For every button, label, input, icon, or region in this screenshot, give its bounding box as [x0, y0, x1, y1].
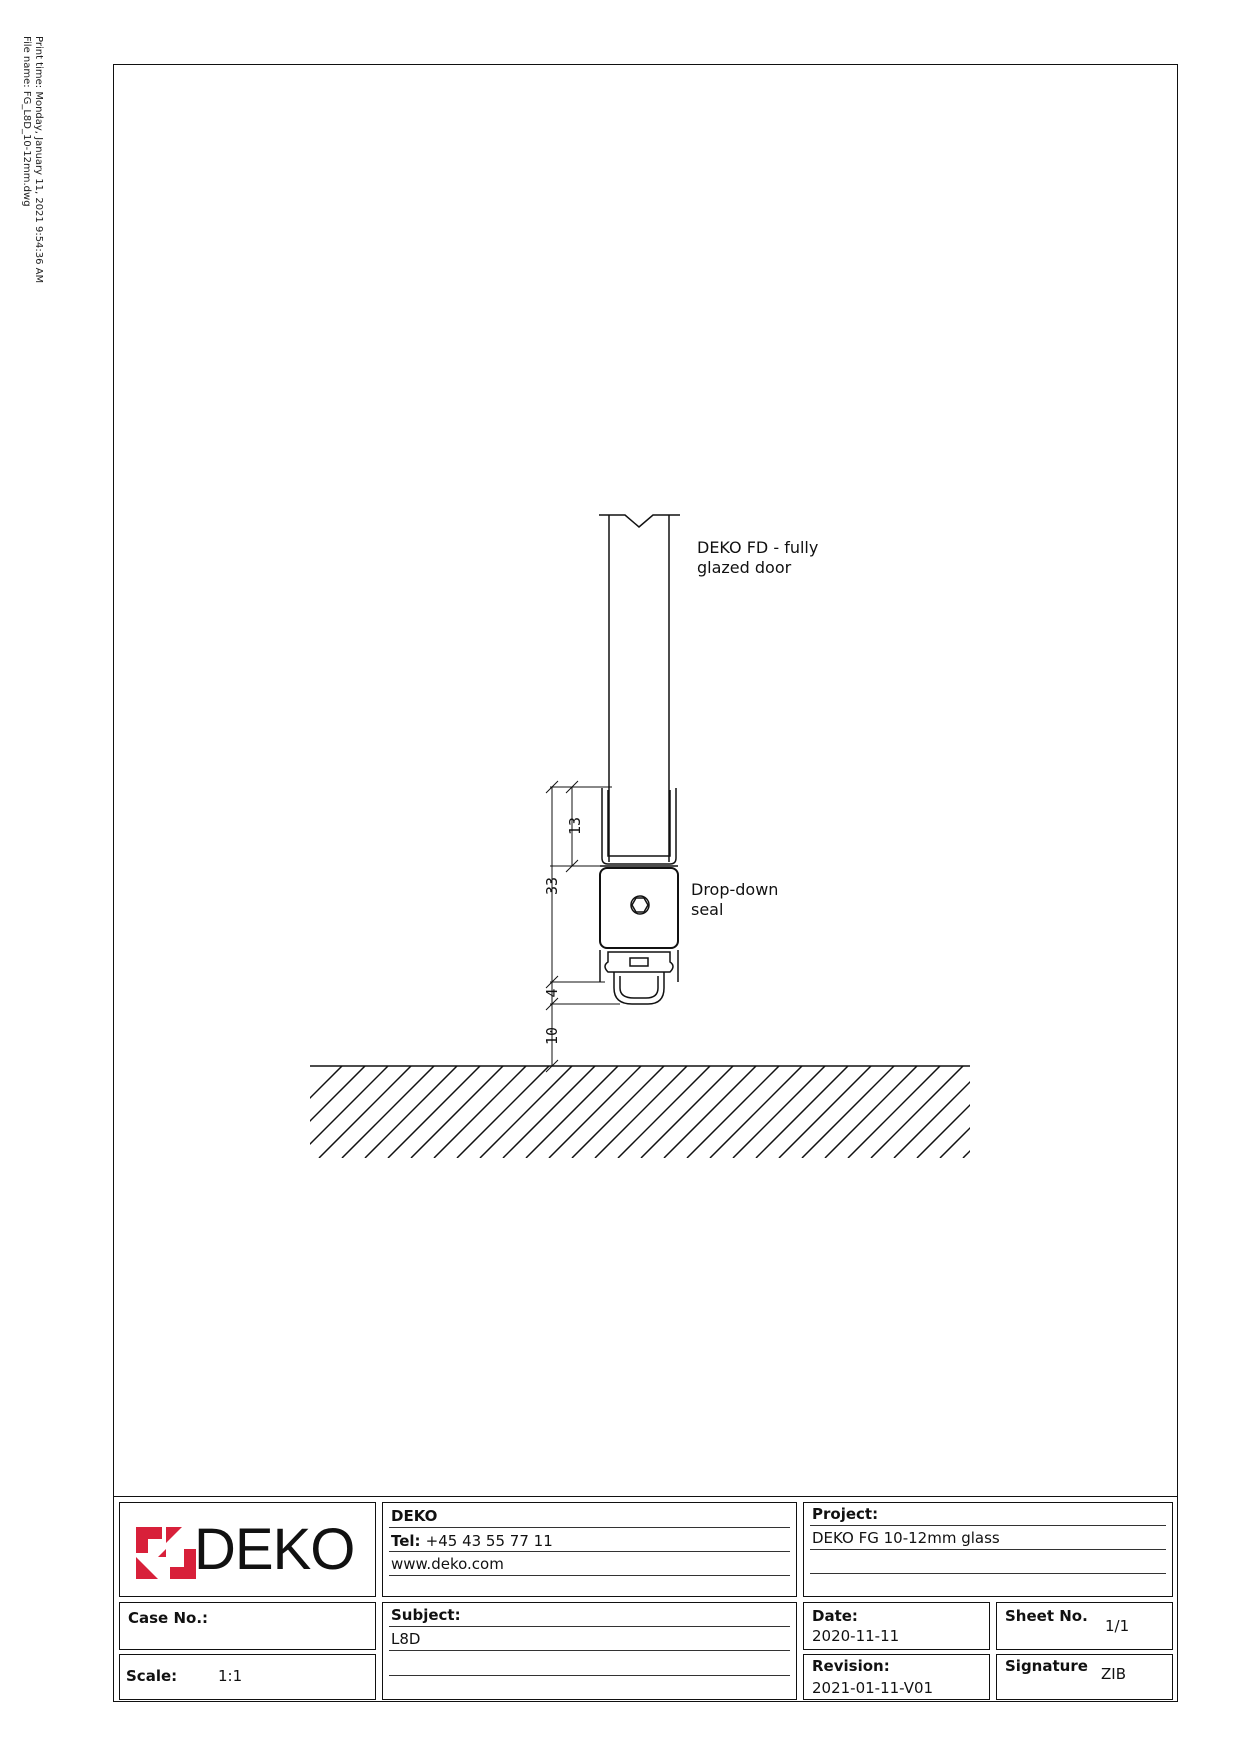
sheet-label: Sheet No. [1005, 1607, 1088, 1625]
hatch-line [410, 1066, 504, 1158]
hatch-line [663, 1066, 757, 1158]
company-cell: DEKO Tel: +45 43 55 77 11 www.deko.com [382, 1502, 797, 1597]
logo-wordmark: DEKO [194, 1517, 355, 1582]
hatch-line [1032, 1066, 1124, 1158]
hatch-line [801, 1066, 895, 1158]
hatch-line [778, 1066, 872, 1158]
hatch-line [870, 1066, 964, 1158]
revision-label: Revision: [812, 1657, 890, 1675]
logo-cell: DEKO [119, 1502, 376, 1597]
hatch-line [341, 1066, 435, 1158]
hatch-line [502, 1066, 596, 1158]
dim-10: 10 [543, 1027, 561, 1045]
date-value: 2020-11-11 [812, 1627, 900, 1645]
hatch-line [824, 1066, 918, 1158]
hatch-line [456, 1066, 550, 1158]
seal-gasket [599, 950, 679, 1005]
hatch-line [686, 1066, 780, 1158]
sheet-frame [113, 64, 1178, 1702]
scale-cell: Scale: 1:1 [119, 1654, 376, 1700]
dim-13: 13 [566, 817, 584, 835]
date-label: Date: [812, 1607, 858, 1625]
hatch-line [939, 1126, 970, 1158]
tel-value: +45 43 55 77 11 [425, 1532, 553, 1550]
dimension-values: 13 33 4 10 [543, 817, 584, 1045]
signature-value: ZIB [1101, 1665, 1126, 1683]
signature-label: Signature [1005, 1657, 1088, 1675]
project-rule-3 [810, 1573, 1166, 1574]
hatch-line [479, 1066, 573, 1158]
deko-logo-icon [136, 1527, 196, 1579]
subject-rule-3 [389, 1675, 790, 1676]
website-link[interactable]: www.deko.com [391, 1555, 504, 1573]
hatch-line [986, 1066, 1078, 1158]
hatch-line [310, 1066, 343, 1100]
project-rule-1 [810, 1525, 1166, 1526]
scale-label: Scale: [126, 1667, 178, 1685]
hatch-line [310, 1066, 366, 1123]
dim-33: 33 [543, 877, 561, 895]
hatch-line [916, 1103, 970, 1158]
dim-4: 4 [543, 988, 561, 997]
case-cell: Case No.: [119, 1602, 376, 1650]
hatch-line [1009, 1066, 1101, 1158]
hatch-line [594, 1066, 688, 1158]
project-label: Project: [812, 1505, 879, 1523]
sheet-value: 1/1 [1105, 1617, 1130, 1635]
seal-label-line1: Drop-down [691, 880, 779, 899]
subject-label: Subject: [391, 1606, 461, 1624]
hatch-line [387, 1066, 481, 1158]
tel-line: Tel: +45 43 55 77 11 [391, 1531, 553, 1550]
project-cell: Project: DEKO FG 10-12mm glass [803, 1502, 1173, 1597]
hatch-line [1055, 1066, 1147, 1158]
hatch-line [709, 1066, 803, 1158]
hatch-line [893, 1080, 970, 1158]
hatch-line [310, 1066, 389, 1146]
sheet-cell: Sheet No. 1/1 [996, 1602, 1173, 1650]
hatch-line [433, 1066, 527, 1158]
revision-cell: Revision: 2021-01-11-V01 [803, 1654, 990, 1700]
project-value: DEKO FG 10-12mm glass [812, 1529, 1000, 1547]
subject-value: L8D [391, 1630, 421, 1648]
floor [310, 1065, 1147, 1158]
glass-panel [599, 514, 680, 862]
signature-cell: Signature ZIB [996, 1654, 1173, 1700]
hatch-line [847, 1066, 941, 1158]
hatch-line [525, 1066, 619, 1158]
seal-label-line2: seal [691, 900, 724, 919]
glass-channel [600, 788, 678, 867]
hatch-line [962, 1149, 970, 1158]
hatch-line [732, 1066, 826, 1158]
revision-value: 2021-01-11-V01 [812, 1679, 934, 1697]
company-rule-1 [389, 1527, 790, 1528]
subject-rule-2 [389, 1650, 790, 1651]
seal-label: Drop-down seal [691, 880, 778, 920]
case-label: Case No.: [128, 1609, 209, 1627]
hatch-line [755, 1066, 849, 1158]
project-rule-2 [810, 1549, 1166, 1550]
seal-housing [599, 867, 679, 949]
company-rule-2 [389, 1551, 790, 1552]
company-name: DEKO [391, 1507, 438, 1525]
hex-bolt-icon [631, 897, 649, 913]
door-label-line2: glazed door [697, 558, 792, 577]
hatch-line [640, 1066, 734, 1158]
scale-value: 1:1 [218, 1667, 243, 1685]
tel-label: Tel: [391, 1532, 421, 1550]
hatch-line [617, 1066, 711, 1158]
dimension-lines [545, 780, 620, 1073]
subject-rule-1 [389, 1626, 790, 1627]
hatch-line [548, 1066, 642, 1158]
door-label-line1: DEKO FD - fully [697, 538, 819, 557]
door-label: DEKO FD - fully glazed door [697, 538, 818, 578]
subject-cell: Subject: L8D [382, 1602, 797, 1700]
hatch-line [364, 1066, 458, 1158]
hatch-line [571, 1066, 665, 1158]
date-cell: Date: 2020-11-11 [803, 1602, 990, 1650]
company-rule-3 [389, 1575, 790, 1576]
title-block-top-rule [113, 1496, 1178, 1497]
hatch-line [318, 1066, 412, 1158]
